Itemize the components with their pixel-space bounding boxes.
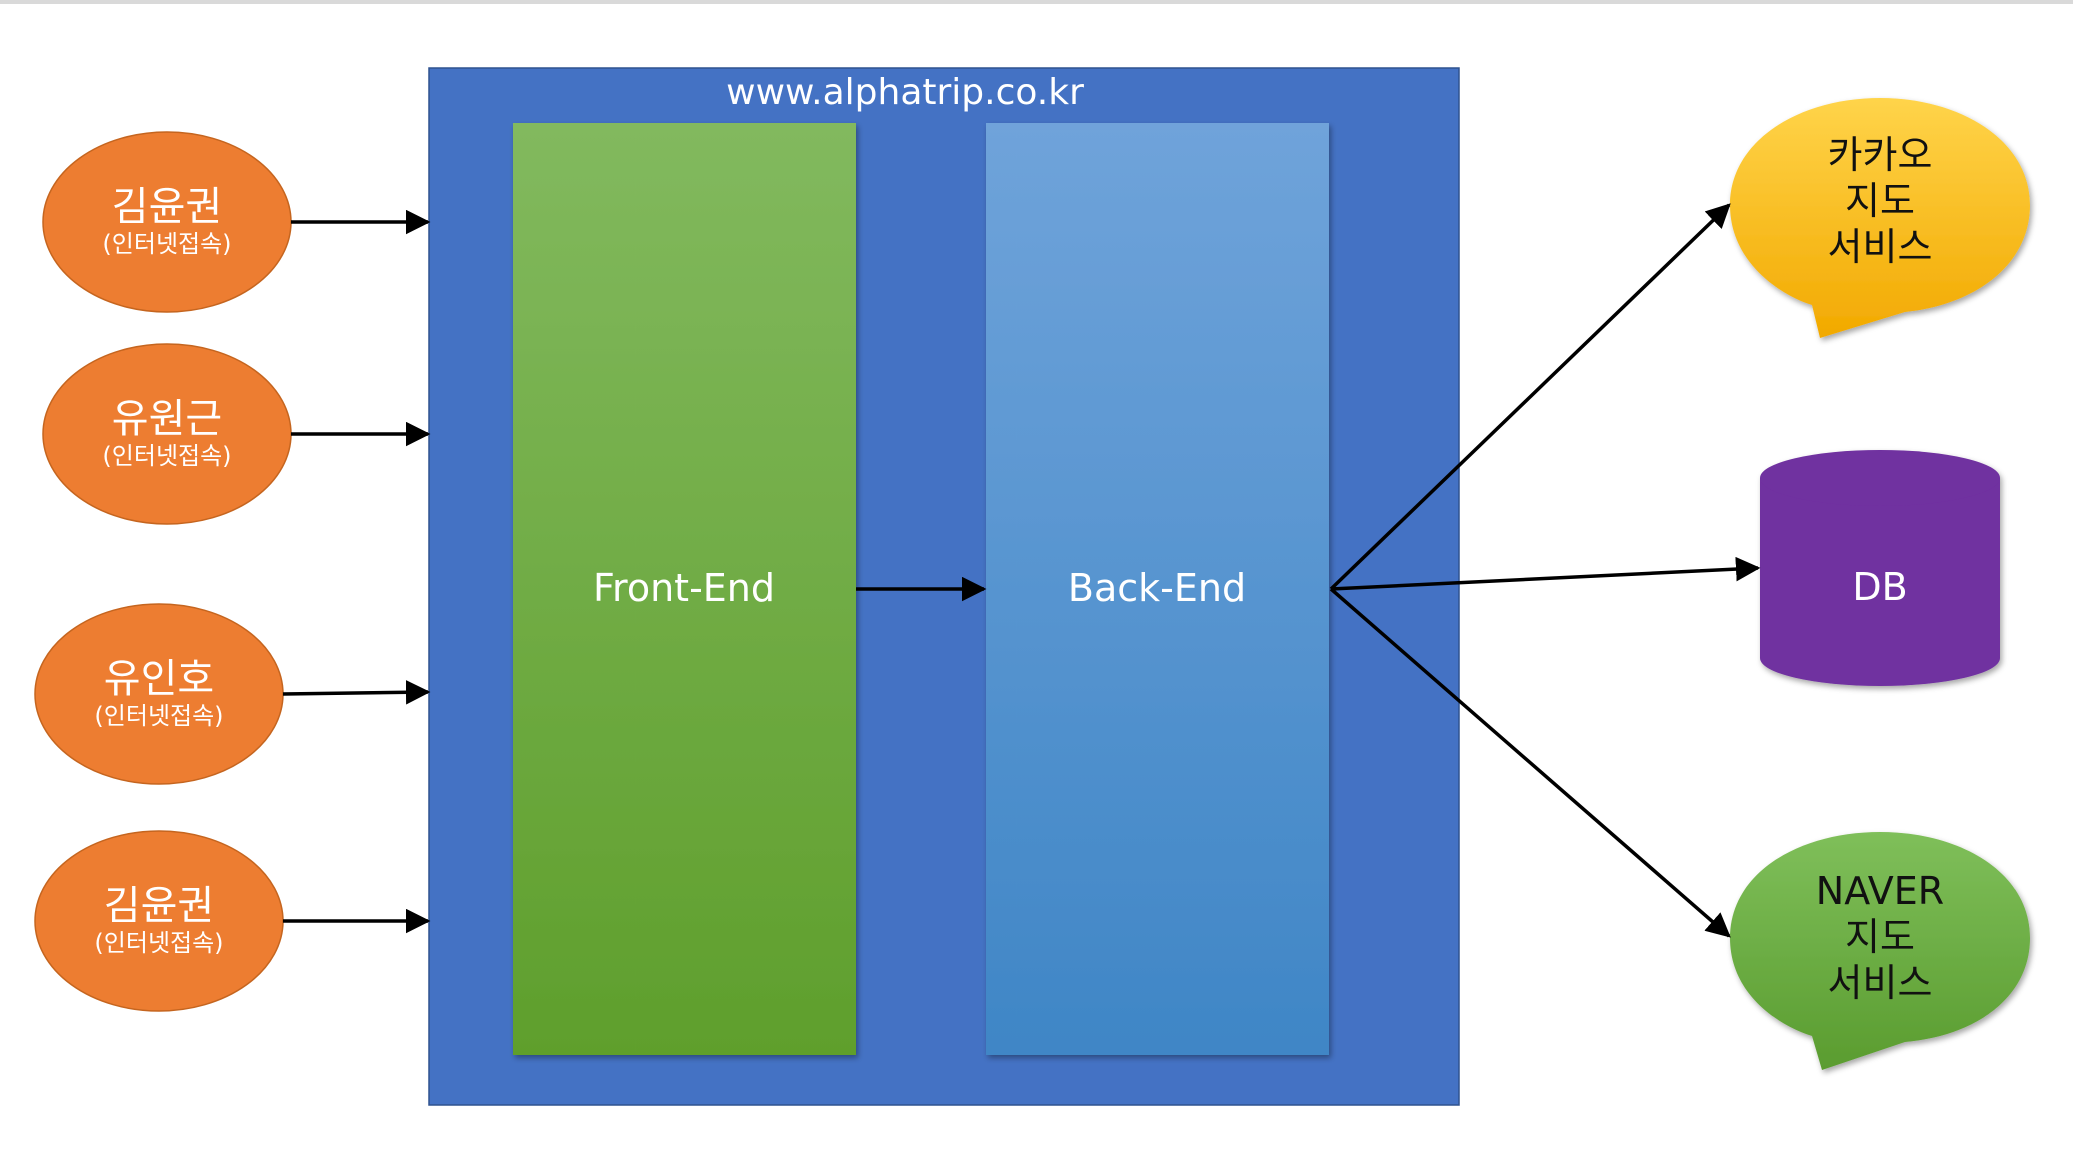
naver-line-3: 서비스 [1828, 961, 1933, 1005]
kakao-line-1: 카카오 [1828, 133, 1933, 177]
db-body [1760, 478, 2000, 686]
user-access: (인터넷접속) [102, 230, 231, 258]
backend-to-kakao-arrow [1329, 203, 1731, 591]
backend-to-db-arrow [1330, 556, 1761, 591]
kakao-map-service-bubble [1730, 98, 2030, 338]
user-access: (인터넷접속) [94, 702, 223, 730]
user-node-2: 유원근 (인터넷접속) [42, 343, 292, 525]
kakao-line-2: 지도 [1845, 179, 1915, 223]
user-node-3: 유인호 (인터넷접속) [34, 603, 284, 785]
backend-label: Back-End [1068, 566, 1246, 610]
naver-map-service-bubble [1730, 832, 2030, 1070]
naver-bubble-shape [1730, 832, 2030, 1070]
backend-to-naver-arrow [1329, 587, 1731, 938]
user-name: 유인호 [104, 656, 214, 702]
user-node-1: 김윤권 (인터넷접속) [42, 131, 292, 313]
user-3-arrow [282, 680, 431, 705]
db-top [1760, 450, 2000, 506]
naver-line-2: 지도 [1845, 915, 1915, 959]
frontend-label: Front-End [593, 566, 775, 610]
kakao-bubble-shape [1730, 98, 2030, 338]
user-access: (인터넷접속) [94, 929, 223, 957]
user-node-4: 김윤권 (인터넷접속) [34, 830, 284, 1012]
db-label: DB [1852, 565, 1907, 609]
user-name: 유원근 [112, 396, 222, 442]
server-url-label: www.alphatrip.co.kr [726, 72, 1084, 113]
user-access: (인터넷접속) [102, 442, 231, 470]
backend-box [986, 123, 1329, 1055]
frontend-box [513, 123, 856, 1055]
db-cylinder [1760, 450, 2000, 686]
user-name: 김윤권 [112, 184, 222, 230]
top-border-line [0, 0, 2073, 4]
kakao-line-3: 서비스 [1828, 225, 1933, 269]
user-name: 김윤권 [104, 883, 214, 929]
naver-line-1: NAVER [1816, 869, 1944, 913]
